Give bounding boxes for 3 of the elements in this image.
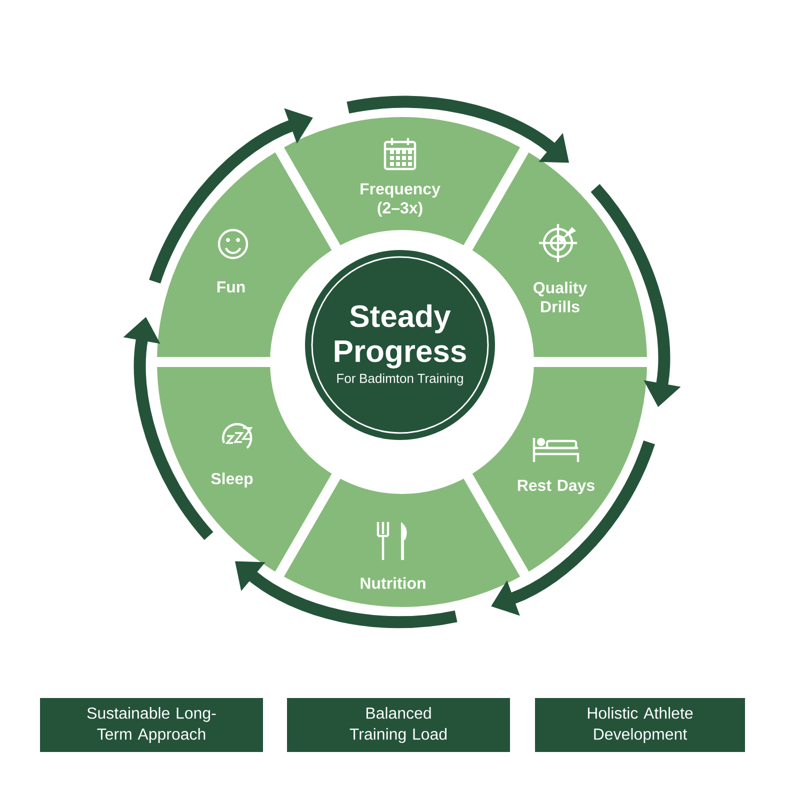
banner-box: Sustainable Long-Term Approach (40, 698, 263, 752)
banner-box: Balanced Training Load (287, 698, 510, 752)
banner-box: Holistic Athlete Development (535, 698, 745, 752)
